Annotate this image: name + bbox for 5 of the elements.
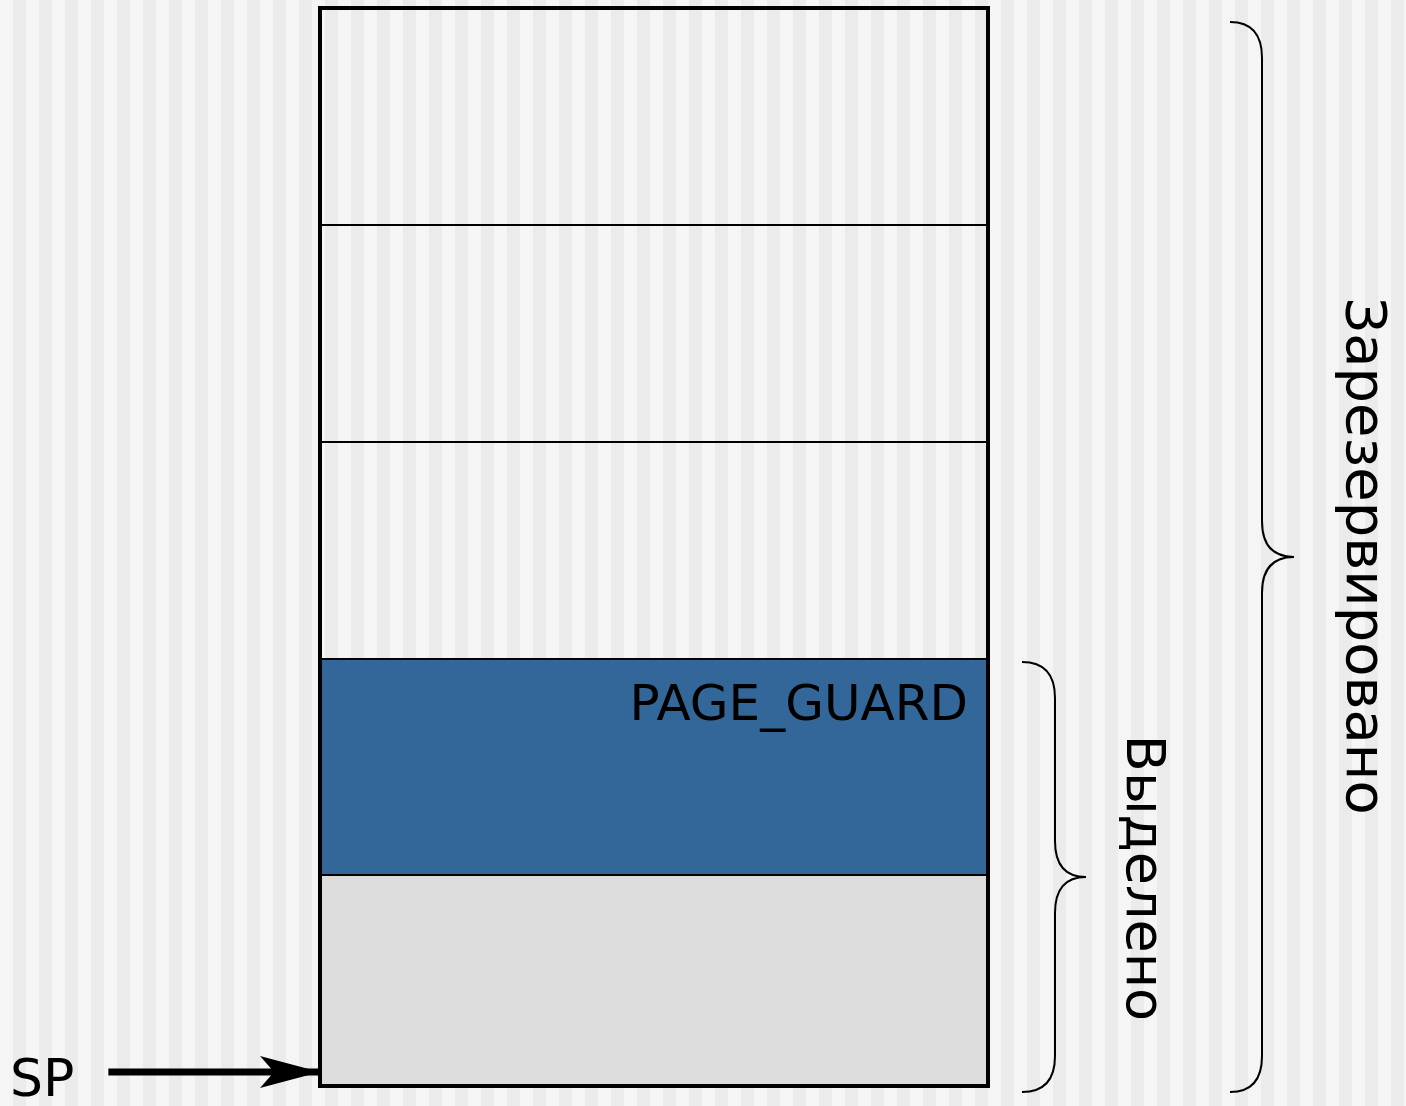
guard-page	[322, 660, 986, 876]
pointer-label: SP	[10, 1052, 75, 1104]
stack-frame	[318, 6, 990, 1088]
committed-page	[322, 876, 986, 1084]
brace-label: Выделено	[1118, 734, 1172, 1022]
